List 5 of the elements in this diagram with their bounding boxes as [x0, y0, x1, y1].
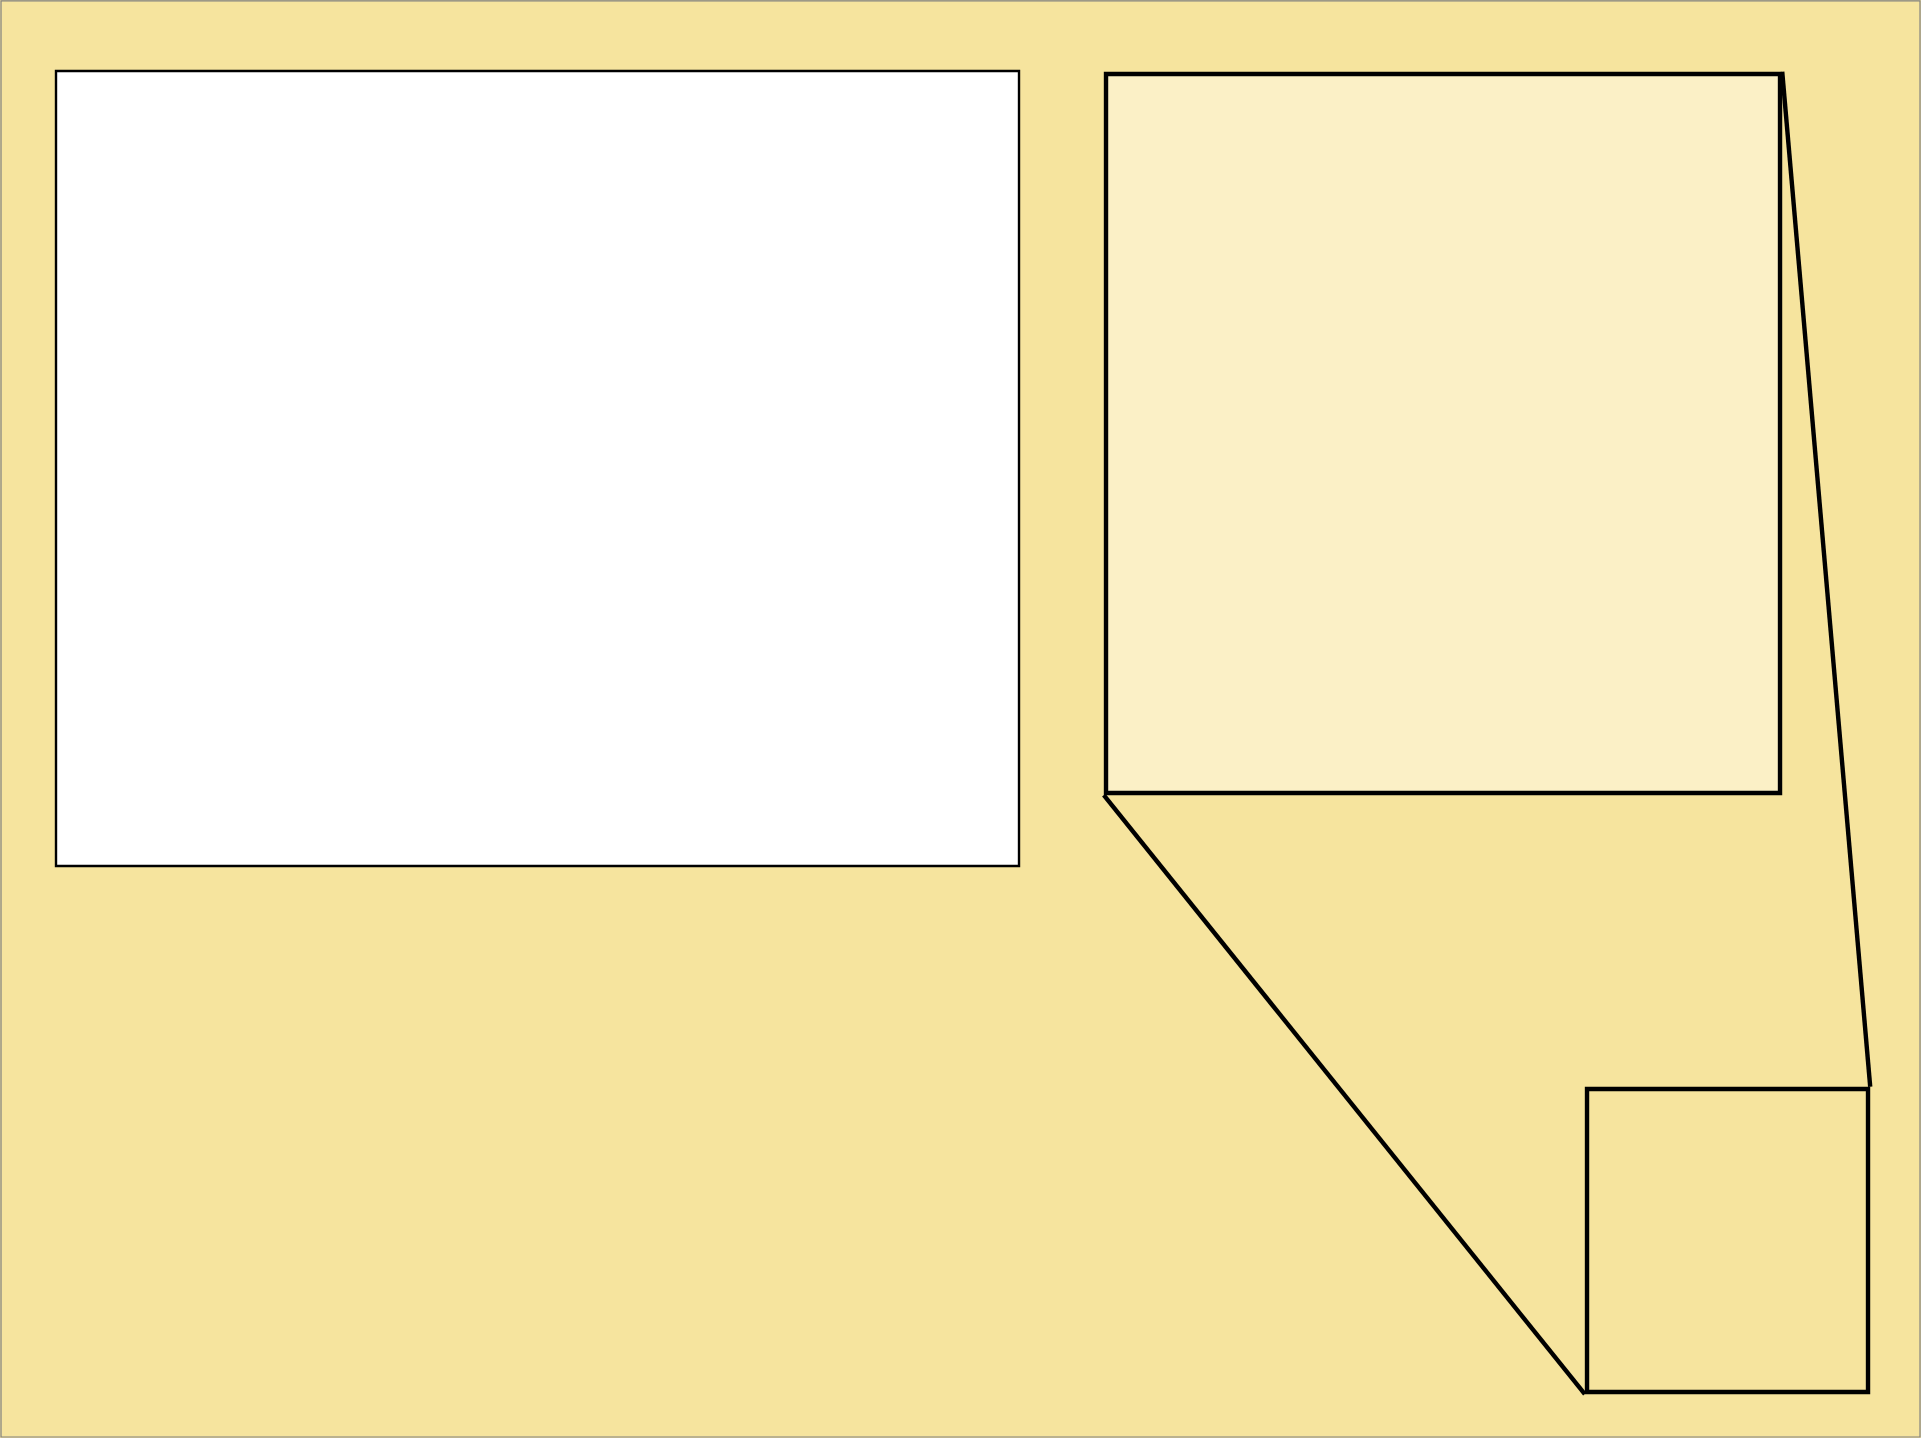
selection-box [1584, 1086, 1871, 1395]
image-box [54, 69, 1021, 868]
zoomed-view-box [1103, 71, 1783, 796]
zoom-line [1780, 71, 1873, 1087]
zoom-line [1102, 793, 1587, 1396]
